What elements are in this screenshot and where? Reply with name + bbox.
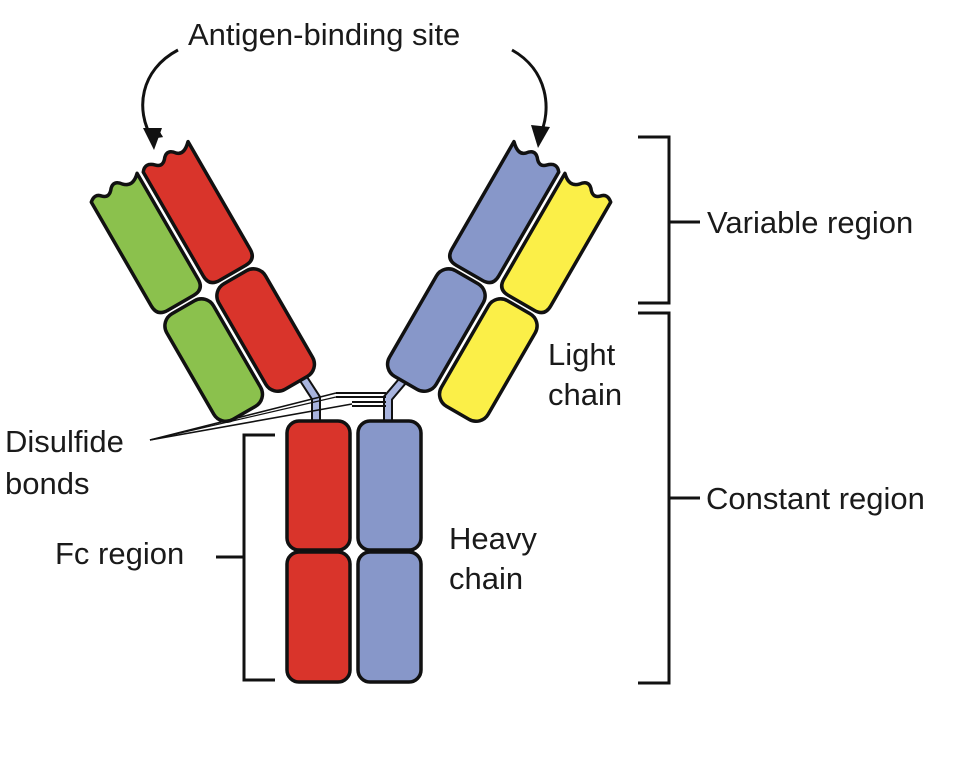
left-heavy-constant-domain <box>215 267 317 394</box>
right-heavy-ch2-domain <box>356 419 423 552</box>
fc-region-label: Fc region <box>55 536 184 571</box>
right-heavy-variable-domain <box>448 139 561 285</box>
arrowhead-right-icon <box>531 125 550 148</box>
antigen-binding-site-label: Antigen-binding site <box>188 17 460 52</box>
left-fab-arm <box>89 139 317 424</box>
heavy-chain-label-line2: chain <box>449 561 523 596</box>
disulfide-bonds-label-line2: bonds <box>5 466 89 501</box>
right-light-constant-domain <box>437 297 539 424</box>
constant-region-bracket <box>638 311 671 685</box>
left-light-constant-domain <box>163 297 265 424</box>
left-heavy-ch2-domain <box>285 419 352 552</box>
fc-stem <box>285 419 423 684</box>
disulfide-leader-lines <box>149 392 353 441</box>
variable-region-label: Variable region <box>707 205 913 240</box>
right-light-variable-domain <box>499 171 613 315</box>
arrowhead-left-icon <box>143 128 162 150</box>
hinge-region <box>298 374 409 422</box>
right-heavy-constant-domain <box>385 267 487 394</box>
disulfide-bonds-label-line1: Disulfide <box>5 424 124 459</box>
disulfide-bonds <box>336 392 386 407</box>
left-heavy-variable-domain <box>141 139 254 285</box>
antigen-arrow-left <box>141 48 179 140</box>
left-light-variable-domain <box>89 171 203 315</box>
right-fab-arm <box>385 139 613 424</box>
fc-region-bracket <box>242 433 275 682</box>
constant-region-label: Constant region <box>706 481 925 516</box>
antigen-arrow-right <box>511 48 548 136</box>
right-heavy-ch3-domain <box>356 550 423 684</box>
variable-region-bracket <box>638 135 671 305</box>
light-chain-label-line1: Light <box>548 337 616 372</box>
left-heavy-ch3-domain <box>285 550 352 684</box>
heavy-chain-label-line1: Heavy <box>449 521 537 556</box>
light-chain-label-line2: chain <box>548 377 622 412</box>
